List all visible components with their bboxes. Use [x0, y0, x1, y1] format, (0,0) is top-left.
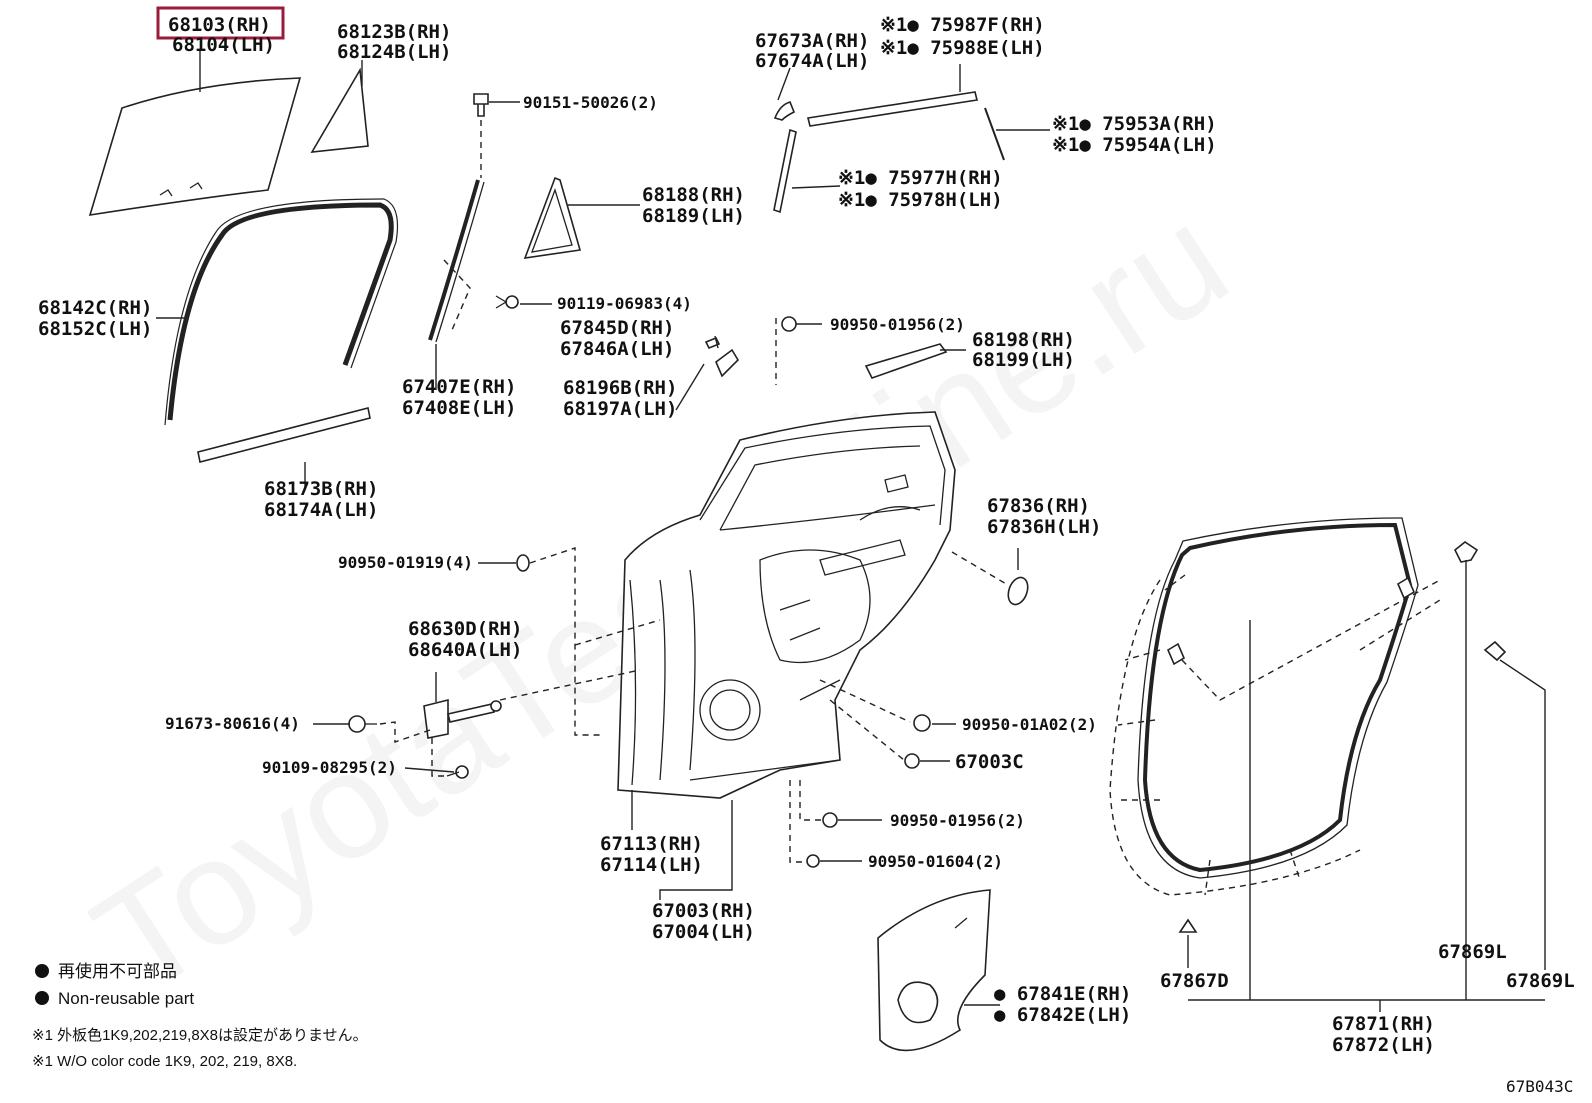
label-67673[interactable]: 67673A(RH) — [755, 30, 869, 52]
quarter-glass[interactable] — [310, 67, 369, 153]
label-68189[interactable]: 68189(LH) — [642, 205, 745, 227]
label-68197[interactable]: 68197A(LH) — [563, 398, 677, 420]
bullet-icon — [35, 964, 49, 978]
label-75954[interactable]: ※1● 75954A(LH) — [1052, 134, 1217, 156]
label-68199[interactable]: 68199(LH) — [972, 349, 1075, 371]
label-67872[interactable]: 67872(LH) — [1332, 1034, 1435, 1056]
label-90950-01919[interactable]: 90950-01919(4) — [338, 553, 473, 572]
bracket-68196[interactable] — [715, 348, 740, 378]
label-67867d[interactable]: 67867D — [1160, 970, 1229, 992]
label-75978[interactable]: ※1● 75978H(LH) — [838, 189, 1003, 211]
bolt-90151[interactable] — [473, 93, 489, 117]
label-67674[interactable]: 67674A(LH) — [755, 50, 869, 72]
label-68142[interactable]: 68142C(RH) — [38, 297, 152, 319]
door-check-68630[interactable] — [423, 698, 502, 739]
label-68198[interactable]: 68198(RH) — [972, 329, 1075, 351]
label-68630[interactable]: 68630D(RH) — [408, 618, 522, 640]
label-67842[interactable]: ● 67842E(LH) — [994, 1004, 1131, 1026]
division-bar[interactable] — [428, 179, 485, 343]
label-90950-01a02[interactable]: 90950-01A02(2) — [962, 715, 1097, 734]
grommet-90950-01a02[interactable] — [913, 714, 931, 732]
service-hole-cover[interactable] — [877, 889, 991, 1052]
bolt-90109[interactable] — [446, 765, 469, 779]
pillar-garnish-75977[interactable] — [773, 128, 797, 214]
label-67836-rh[interactable]: 67836(RH) — [987, 495, 1090, 517]
moulding-cap[interactable] — [773, 101, 796, 121]
legend-note-jp: ※1 外板色1K9,202,219,8X8は設定がありません。 — [32, 1026, 368, 1044]
grommet-90950-01956-bottom[interactable] — [822, 812, 838, 828]
clip-67869-b[interactable] — [1483, 640, 1507, 662]
cushion-67003c[interactable] — [904, 753, 920, 769]
label-68104[interactable]: 68104(LH) — [172, 34, 275, 56]
label-90950-01604[interactable]: 90950-01604(2) — [868, 852, 1003, 871]
bullet-icon — [35, 991, 49, 1005]
door-glass[interactable] — [88, 77, 302, 216]
label-90950-01956-top[interactable]: 90950-01956(2) — [830, 315, 965, 334]
label-90950-01956-bottom[interactable]: 90950-01956(2) — [890, 811, 1025, 830]
legend: 再使用不可部品 Non-reusable part ※1 外板色1K9,202,… — [32, 961, 368, 1070]
label-68188[interactable]: 68188(RH) — [642, 184, 745, 206]
label-67869-b[interactable]: 67869L — [1506, 970, 1575, 992]
label-75987[interactable]: ※1● 75987F(RH) — [880, 14, 1045, 36]
label-75988[interactable]: ※1● 75988E(LH) — [880, 37, 1045, 59]
label-67846[interactable]: 67846A(LH) — [560, 338, 674, 360]
label-68173[interactable]: 68173B(RH) — [264, 478, 378, 500]
label-68640[interactable]: 68640A(LH) — [408, 639, 522, 661]
roof-moulding-75987[interactable] — [807, 91, 978, 127]
legend-note-en: ※1 W/O color code 1K9, 202, 219, 8X8. — [32, 1053, 297, 1070]
label-90119[interactable]: 90119-06983(4) — [557, 294, 692, 313]
label-67113[interactable]: 67113(RH) — [600, 833, 703, 855]
label-67871[interactable]: 67871(RH) — [1332, 1013, 1435, 1035]
label-67408[interactable]: 67408E(LH) — [402, 397, 516, 419]
hole-plug-67836[interactable] — [1005, 575, 1031, 607]
label-91673[interactable]: 91673-80616(4) — [165, 714, 300, 733]
label-90151[interactable]: 90151-50026(2) — [523, 93, 658, 112]
label-67004[interactable]: 67004(LH) — [652, 921, 755, 943]
rear-door-panel[interactable] — [617, 411, 956, 799]
belt-moulding[interactable] — [197, 407, 371, 463]
legend-nonreusable-en: Non-reusable part — [58, 989, 194, 1008]
label-75977[interactable]: ※1● 75977H(RH) — [838, 167, 1003, 189]
label-67003c[interactable]: 67003C — [955, 751, 1024, 773]
stopper-68198[interactable] — [864, 343, 948, 379]
label-90109[interactable]: 90109-08295(2) — [262, 758, 397, 777]
bolt-90119[interactable] — [495, 295, 519, 309]
pillar-garnish-75953[interactable] — [984, 107, 1005, 161]
grommet-90950-01956-top[interactable] — [781, 316, 797, 332]
label-68124[interactable]: 68124B(LH) — [337, 41, 451, 63]
label-67869-a[interactable]: 67869L — [1438, 941, 1507, 963]
label-68196[interactable]: 68196B(RH) — [563, 377, 677, 399]
label-67003[interactable]: 67003(RH) — [652, 900, 755, 922]
door-weatherstrip[interactable] — [1109, 517, 1419, 896]
grommet-90950-01919[interactable] — [516, 554, 530, 572]
label-67845[interactable]: 67845D(RH) — [560, 317, 674, 339]
label-68103[interactable]: 68103(RH) — [168, 14, 271, 36]
legend-nonreusable-jp: 再使用不可部品 — [58, 961, 177, 981]
bolt-91673[interactable] — [348, 715, 377, 733]
label-67407[interactable]: 67407E(RH) — [402, 376, 516, 398]
quarter-window-frame[interactable] — [523, 176, 582, 259]
label-68152[interactable]: 68152C(LH) — [38, 318, 152, 340]
label-67114[interactable]: 67114(LH) — [600, 854, 703, 876]
label-68123[interactable]: 68123B(RH) — [337, 21, 451, 43]
grommet-90950-01604[interactable] — [806, 854, 820, 868]
diagram-code: 67B043C — [1506, 1077, 1573, 1096]
label-68174[interactable]: 68174A(LH) — [264, 499, 378, 521]
highlight-box — [156, 6, 285, 40]
label-67836-lh[interactable]: 67836H(LH) — [987, 516, 1101, 538]
label-67841[interactable]: ● 67841E(RH) — [994, 983, 1131, 1005]
glass-run[interactable] — [164, 198, 399, 426]
clip-67867d[interactable] — [1178, 918, 1198, 933]
clip-67869-a[interactable] — [1453, 541, 1479, 563]
label-75953[interactable]: ※1● 75953A(RH) — [1052, 113, 1217, 135]
